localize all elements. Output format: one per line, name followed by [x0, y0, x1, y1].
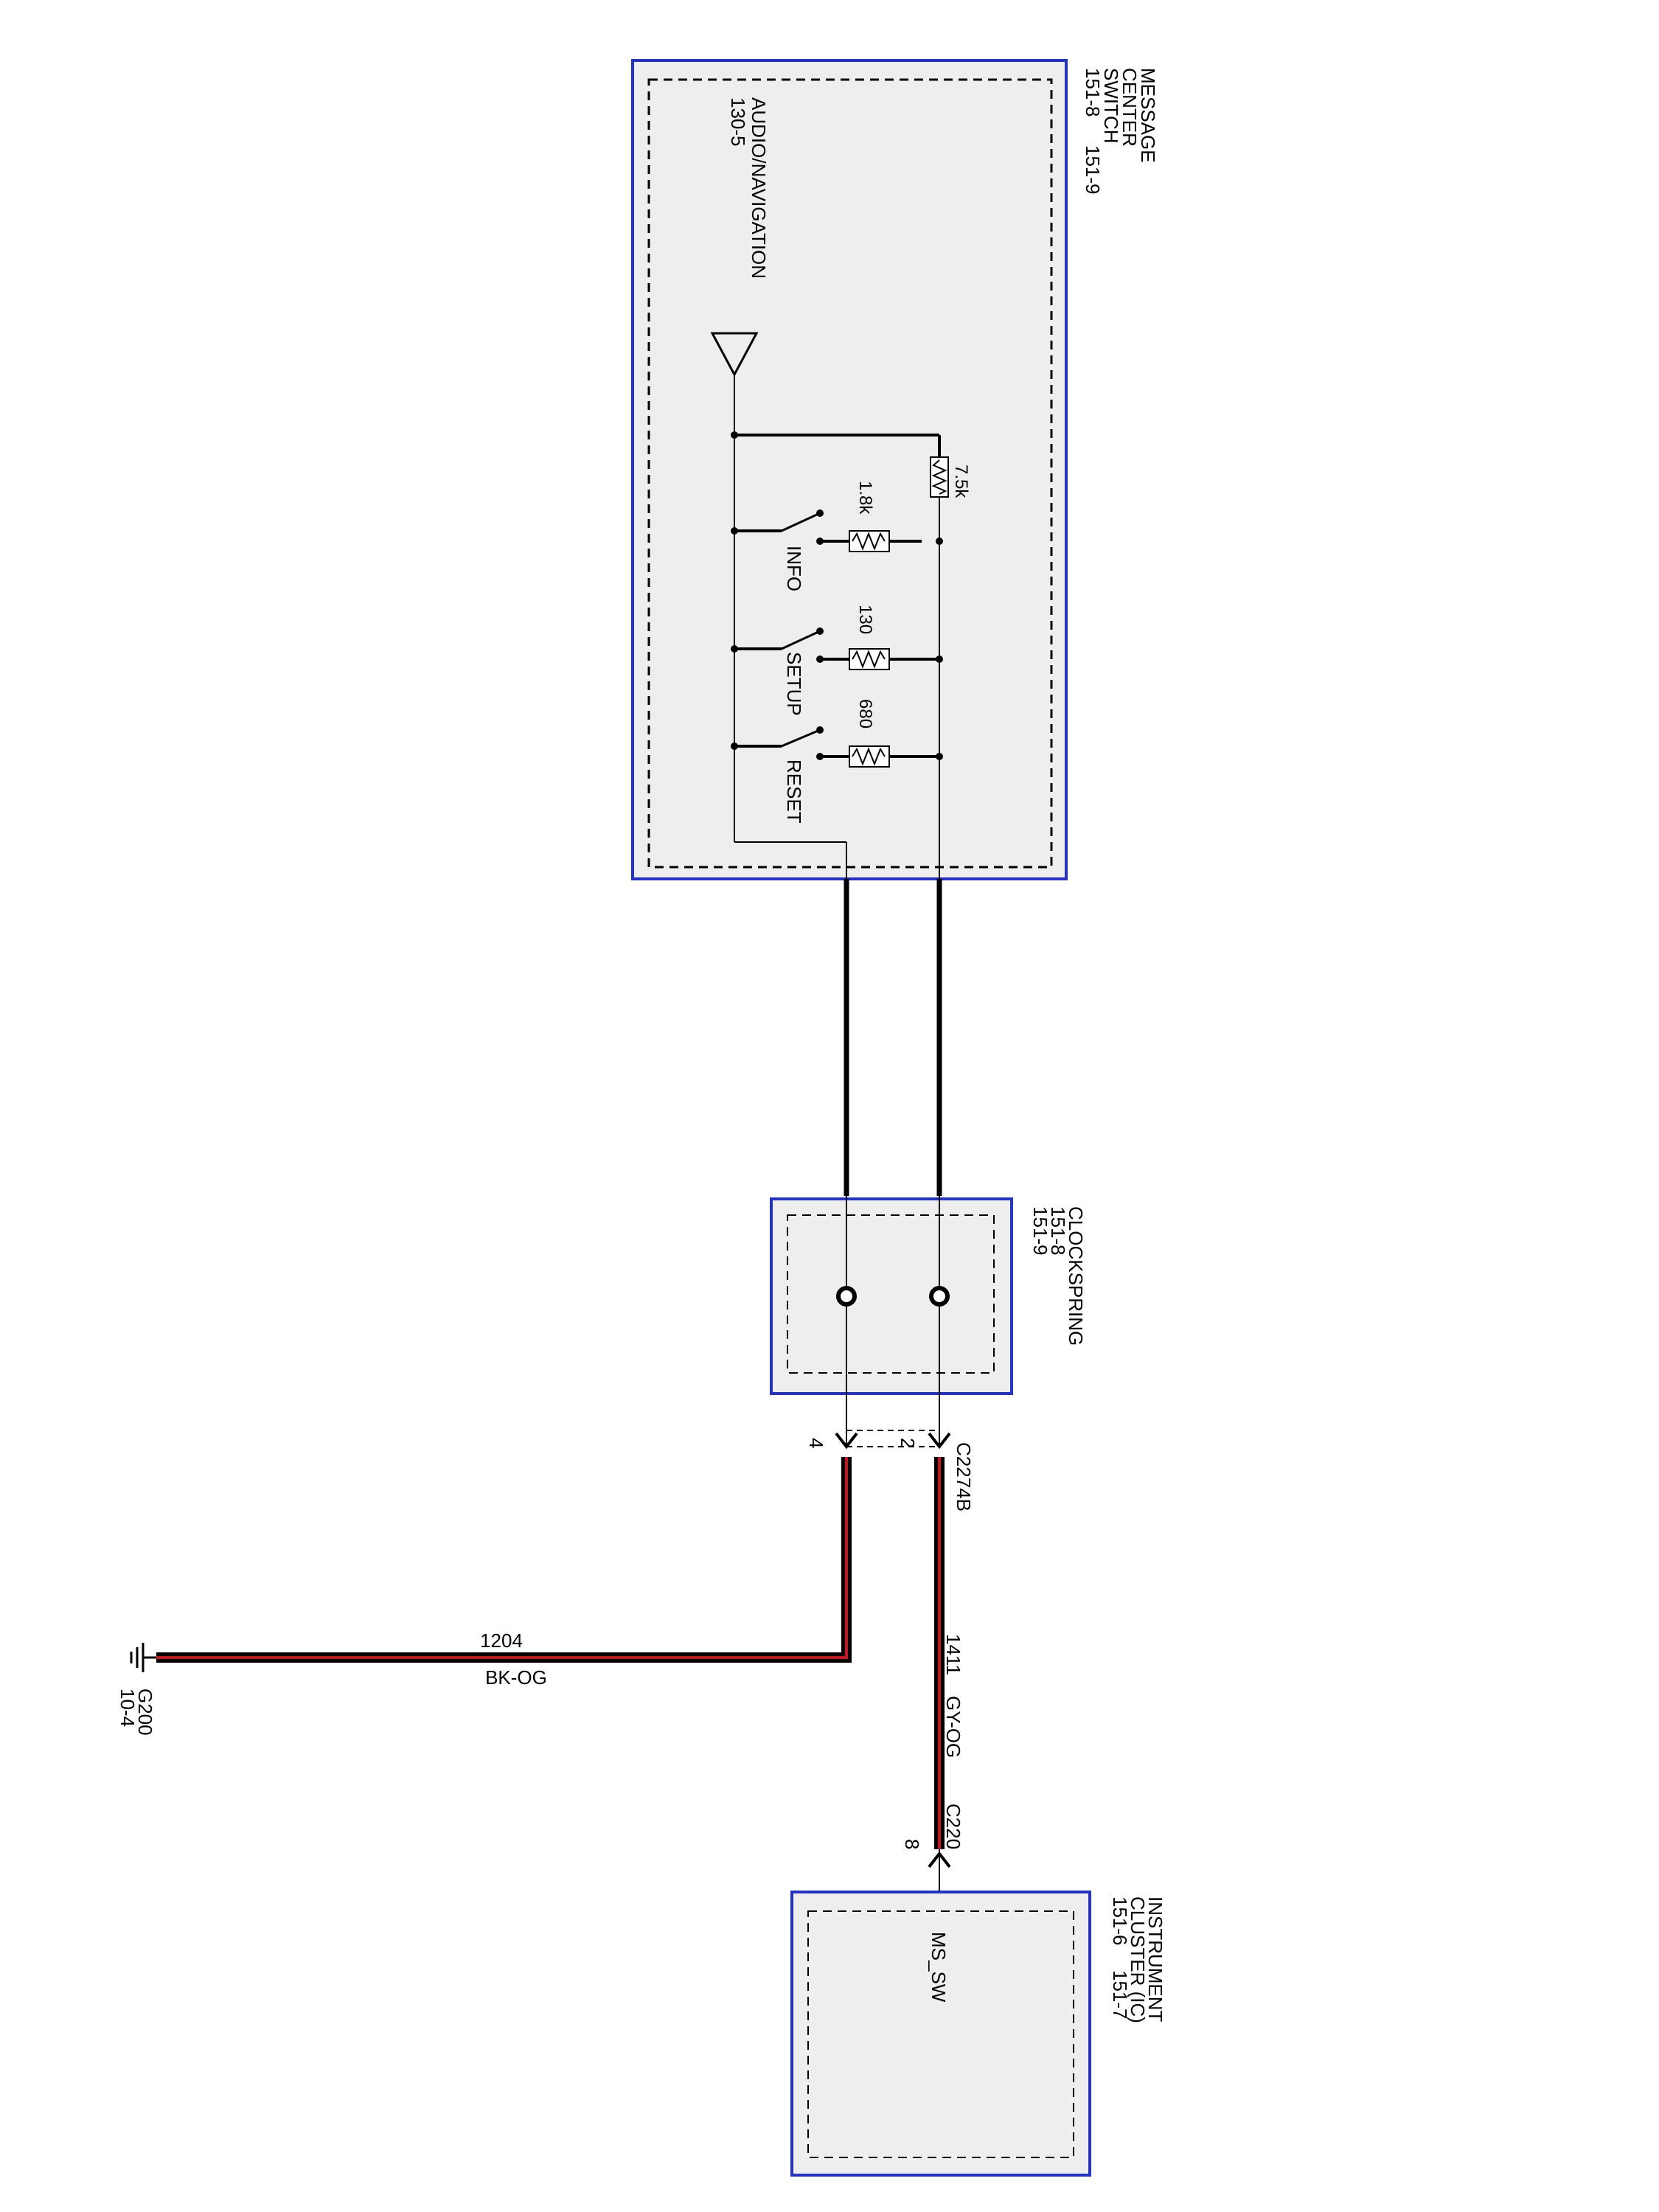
- message-center-switch-name-2: CENTER: [1119, 68, 1141, 147]
- circuit-nodes: [731, 431, 943, 760]
- instrument-cluster-pin-label: MS_SW: [928, 1932, 950, 2003]
- resistor-1-8k-label: 1.8k: [855, 481, 875, 515]
- resistor-7-5k: [930, 456, 949, 516]
- setup-switch-label: SETUP: [783, 652, 805, 716]
- audio-input-triangle-icon: [710, 332, 759, 378]
- resistor-680-label: 680: [855, 699, 875, 728]
- resistor-7-5k-label: 7.5k: [951, 465, 971, 498]
- connector-c220-pin-8: 8: [901, 1839, 923, 1849]
- info-switch-label: INFO: [783, 546, 805, 591]
- wire-1204-color: BK-OG: [485, 1666, 547, 1688]
- ground-name: G200: [134, 1688, 156, 1736]
- clockspring-name: CLOCKSPRING: [1065, 1206, 1087, 1346]
- wire-1411-color: GY-OG: [942, 1696, 964, 1758]
- connector-c2274b: [835, 1430, 951, 1450]
- connector-c2274b-pin-4: 4: [805, 1438, 827, 1448]
- message-center-switch-name-3: SWITCH: [1100, 68, 1122, 144]
- resistor-1-8k: [849, 530, 890, 552]
- clockspring-ref-2: 151-9: [1029, 1206, 1051, 1256]
- resistor-130: [849, 648, 890, 670]
- message-center-switch-ref-2: 151-9: [1082, 145, 1104, 195]
- connector-c220-label: C220: [942, 1804, 964, 1849]
- audio-navigation-label: AUDIO/NAVIGATION: [748, 97, 770, 279]
- instrument-cluster-name-2: CLUSTER (IC): [1127, 1896, 1149, 2023]
- ground-icon: [130, 1643, 156, 1672]
- message-center-switch-name-1: MESSAGE: [1137, 68, 1159, 163]
- message-center-switch-module: [631, 59, 1068, 880]
- switch-internal-bus: [734, 434, 941, 758]
- connector-c2274b-label: C2274B: [953, 1442, 975, 1512]
- instrument-cluster-ref-1: 151-6: [1109, 1896, 1131, 1946]
- wire-1411-circuit: 1411: [942, 1634, 964, 1675]
- resistor-130-label: 130: [855, 605, 875, 634]
- audio-navigation-ref: 130-5: [727, 97, 749, 147]
- connector-c2274b-pin-2: 2: [897, 1438, 919, 1448]
- clockspring-ref-1: 151-8: [1047, 1206, 1069, 1256]
- wire-1204: [156, 1457, 852, 1663]
- switch-arms: [781, 512, 821, 748]
- instrument-cluster-ref-2: 151-7: [1109, 1970, 1131, 2020]
- wire-1204-circuit: 1204: [480, 1630, 523, 1652]
- resistor-680: [849, 745, 890, 768]
- clockspring-module: [770, 1196, 1013, 1430]
- instrument-cluster-module: [790, 1891, 1091, 2177]
- message-center-switch-ref-1: 151-8: [1082, 68, 1104, 117]
- switch-to-clockspring-wires: [844, 879, 942, 1196]
- ground-ref: 10-4: [116, 1688, 139, 1727]
- reset-switch-label: RESET: [783, 759, 805, 824]
- instrument-cluster-name-1: INSTRUMENT: [1144, 1896, 1166, 2023]
